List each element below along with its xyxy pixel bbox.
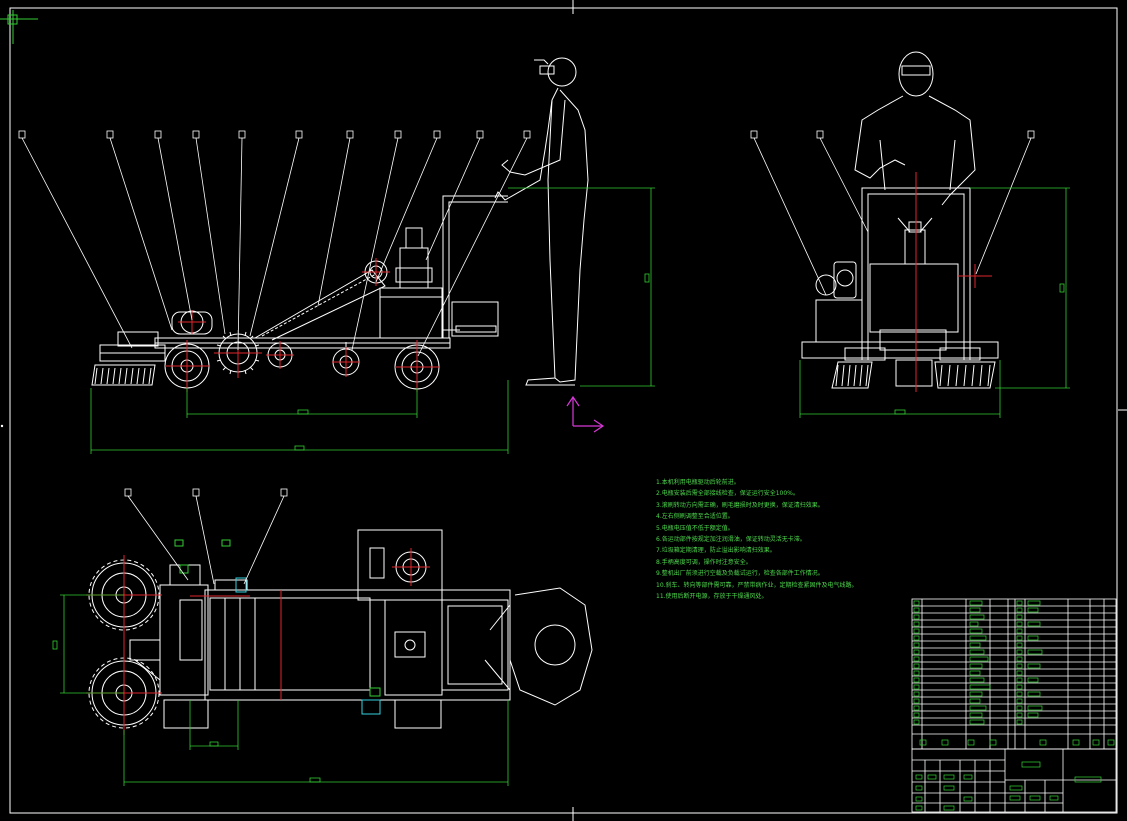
note-line: 10.刹车、转向等部件需可靠，严禁带病作业，定期检查紧固件及电气线路。: [656, 581, 858, 589]
top-misc-parts: [129, 579, 248, 681]
note-line: 6.各运动部件按规定加注润滑油，保证转动灵活无卡滞。: [656, 536, 806, 544]
front-side-brushes: [831, 359, 996, 389]
title-block: [911, 748, 1117, 813]
note-line: 9.整机出厂前须进行空载及负载试运行，检查各部件工作情况。: [656, 570, 824, 578]
note-line: 4.左右侧刷调整至合适位置。: [656, 513, 734, 521]
title-block-entries: [915, 761, 1102, 811]
battery-box: [451, 301, 499, 337]
top-view-cyan-parts: [235, 577, 381, 715]
note-line: 7.垃圾箱定期清理，防止溢出影响清扫效果。: [656, 547, 776, 555]
handle-frame: [442, 195, 508, 338]
ucs-origin-mark: [0, 10, 38, 44]
sheet-border: [9, 0, 1127, 821]
side-view-leaders: [21, 137, 528, 357]
technical-requirements-notes: 1.本机利用电瓶驱动后轮前进。 2.电瓶安装后需全部接线检查，保证运行安全100…: [656, 477, 896, 602]
front-view: [801, 51, 999, 389]
front-fan-motor: [815, 261, 863, 343]
side-view-dimensions: [90, 187, 655, 454]
note-line: 1.本机利用电瓶驱动后轮前进。: [656, 479, 740, 486]
top-battery-handle: [441, 599, 509, 691]
part-balloons: [18, 130, 1035, 497]
front-main-body: [869, 217, 959, 351]
dot-mark: [0, 424, 4, 428]
front-view-centerlines: [915, 172, 992, 392]
ucs-icon: [566, 395, 605, 433]
front-view-leaders: [753, 137, 1032, 296]
note-line: 5.电瓶电压值不低于额定值。: [656, 524, 734, 532]
top-view-leaders: [127, 495, 285, 585]
front-side-brush: [91, 364, 156, 386]
top-operator-figure: [484, 587, 593, 706]
note-line: 3.滚刷转动方向需正确，刷毛磨损时及时更换，保证清扫效果。: [656, 501, 824, 509]
note-line: 11.使用后断开电源，存放于干燥通风处。: [656, 593, 768, 601]
front-chassis: [801, 341, 999, 361]
note-line: 2.电瓶安装后需全部接线检查，保证运行安全100%。: [656, 490, 799, 498]
top-view-green-parts: [174, 539, 381, 697]
note-line: 8.手柄高度可调，操作时注意安全。: [656, 558, 752, 566]
top-view-dimensions: [52, 594, 509, 786]
top-main-brush: [209, 597, 371, 691]
front-view-dimensions: [799, 187, 1070, 418]
operator-front-figure: [854, 51, 976, 206]
parts-list-entries: [913, 600, 1115, 746]
